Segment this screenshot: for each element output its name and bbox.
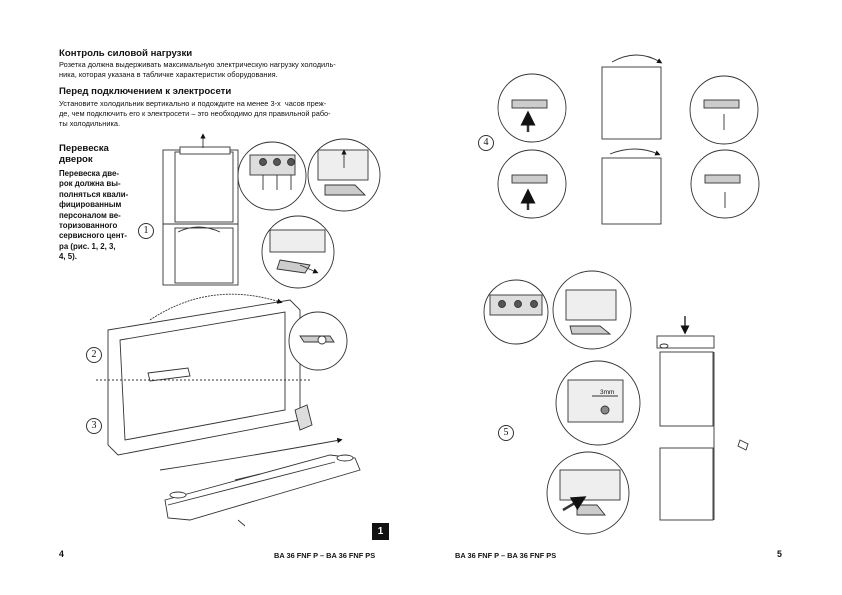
figure-label-5: 5	[498, 425, 514, 441]
dimension-label: 3mm	[600, 389, 615, 396]
figure-1-detail-circle-top	[237, 141, 307, 211]
heading-door-reversal: Перевеска дверок	[59, 143, 109, 165]
paragraph-before-connecting-line-3: ты холодильника.	[59, 119, 121, 128]
heading-power-load: Контроль силовой нагрузки	[59, 48, 193, 59]
figure-label-2: 2	[86, 347, 102, 363]
figure-4-circle-top-right	[689, 75, 759, 145]
footer-model-right: BA 36 FNF P – BA 36 FNF PS	[455, 551, 557, 560]
paragraph-before-connecting-line-1: Установите холодильник вертикально и под…	[59, 99, 327, 108]
figure-1-fridge	[162, 133, 239, 286]
language-badge: 1	[372, 523, 389, 540]
figure-label-1: 1	[138, 223, 154, 239]
paragraph-before-connecting-line-2: де, чем подключить его к электросети – э…	[59, 109, 331, 118]
figure-4-circle-bottom-right	[690, 149, 760, 219]
paragraph-door-reversal: Перевеска две- рок должна вы- полняться …	[59, 169, 129, 262]
figure-1-detail-circle-bottom	[261, 215, 335, 289]
figure-4-circle-top-left	[497, 73, 567, 143]
figure-1-detail-circle-right	[307, 138, 381, 212]
figure-5-circle-bottom	[546, 451, 630, 535]
paragraph-power-load-line-1: Розетка должна выдерживать максимальную …	[59, 60, 336, 69]
footer-model-left: BA 36 FNF P – BA 36 FNF PS	[274, 551, 376, 560]
figure-5-fridge	[656, 316, 749, 521]
figure-4-fridge-top	[601, 54, 663, 140]
figure-5-circle-middle	[555, 360, 641, 446]
page-number-left: 4	[59, 549, 64, 559]
page-number-right: 5	[777, 549, 782, 559]
figure-3-kickplate	[164, 404, 361, 527]
figure-4-fridge-bottom	[601, 148, 662, 225]
figure-5-circle-top-right	[552, 270, 632, 350]
figure-2-detail-circle	[288, 311, 348, 371]
paragraph-power-load-line-2: ника, которая указана в табличке характе…	[59, 70, 278, 79]
figure-4-circle-bottom-left	[497, 149, 567, 219]
figure-label-3: 3	[86, 418, 102, 434]
figure-label-4: 4	[478, 135, 494, 151]
heading-before-connecting: Перед подключением к электросети	[59, 86, 232, 97]
figure-5-circle-top-left	[483, 279, 549, 345]
